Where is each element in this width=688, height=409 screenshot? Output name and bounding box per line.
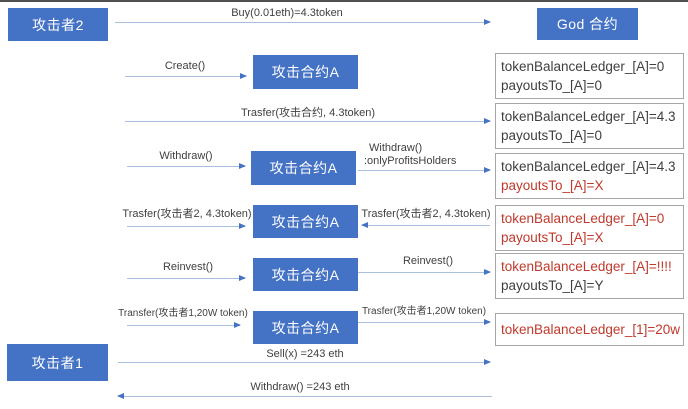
ledger-line: payoutsTo_[A]=0 (501, 128, 602, 143)
arrowhead-right-icon (239, 275, 246, 281)
arrowhead-right-icon (484, 19, 491, 25)
ledger-line: payoutsTo_[A]=X (501, 230, 604, 245)
ledger-line: tokenBalanceLedger_[1]=20w (501, 322, 681, 337)
ledger-line: tokenBalanceLedger_[A]=!!!! (501, 259, 672, 274)
ledger-line: tokenBalanceLedger_[A]=0 (501, 59, 665, 74)
top-divider (0, 0, 688, 2)
arrowhead-right-icon (484, 167, 491, 173)
ledger-box-6: tokenBalanceLedger_[1]=20w (495, 313, 684, 346)
flow-label-create: Create() (164, 60, 206, 72)
arrowhead-right-icon (239, 163, 246, 169)
node-attacker2: 攻击者2 (8, 8, 108, 41)
flow-label-transfer-attacker1-left: Transfer(攻击者1,20W token) (118, 308, 248, 319)
ledger-line: payoutsTo_[A]=Y (501, 278, 604, 293)
ledger-line: payoutsTo_[A]=0 (501, 78, 602, 93)
ledger-line: tokenBalanceLedger_[A]=0 (501, 211, 665, 226)
flow-label-transfer-attacker1-right: Trasfer(攻击者1,20W token) (361, 306, 487, 317)
flow-label-only-profits-holders: :onlyProfitsHolders (364, 155, 457, 167)
arrowhead-right-icon (484, 319, 491, 325)
flow-arrow-transfer-attacker2-right (361, 222, 490, 228)
flow-label-transfer-contract: Trasfer(攻击合约, 4.3token) (240, 107, 376, 119)
flow-label-withdraw-left: Withdraw() (159, 150, 213, 162)
flow-label-reinvest-right: Reinvest() (402, 255, 454, 267)
flow-label-withdraw-final: Withdraw() =243 eth (250, 381, 350, 393)
arrowhead-right-icon (484, 269, 491, 275)
arrowhead-right-icon (239, 223, 246, 229)
flow-label-sell: Sell(x) =243 eth (266, 348, 344, 360)
arrowhead-right-icon (484, 118, 491, 124)
arrowhead-right-icon (240, 73, 247, 79)
flow-arrow-transfer-attacker2-left (127, 223, 246, 229)
arrowhead-right-icon (484, 359, 491, 365)
flow-arrow-withdraw-final (117, 393, 492, 399)
ledger-line: tokenBalanceLedger_[A]=4.3 (501, 109, 676, 124)
flow-arrow-transfer-contract (125, 118, 491, 124)
node-attacker1: 攻击者1 (7, 344, 108, 381)
flow-arrow-buy (115, 19, 491, 25)
ledger-box-4: tokenBalanceLedger_[A]=0 payoutsTo_[A]=X (495, 205, 684, 251)
node-attack-contract-a-3: 攻击合约A (253, 205, 358, 238)
arrowhead-right-icon (234, 322, 241, 328)
flow-label-buy: Buy(0.01eth)=4.3token (231, 7, 343, 19)
node-attack-contract-a-2: 攻击合约A (251, 151, 356, 185)
arrowhead-left-icon (361, 222, 368, 228)
flow-label-reinvest-left: Reinvest() (162, 261, 214, 273)
arrowhead-left-icon (117, 393, 124, 399)
node-attack-contract-a-1: 攻击合约A (253, 55, 358, 89)
ledger-box-2: tokenBalanceLedger_[A]=4.3 payoutsTo_[A]… (495, 103, 684, 149)
flow-arrow-reinvest-right (358, 269, 491, 275)
flow-label-transfer-attacker2-left: Trasfer(攻击者2, 4.3token) (122, 208, 252, 220)
flow-arrow-withdraw-right (358, 167, 491, 173)
flow-arrow-transfer-attacker1-right (358, 319, 491, 325)
node-attack-contract-a-5: 攻击合约A (253, 311, 358, 344)
flow-label-transfer-attacker2-right: Trasfer(攻击者2, 4.3token) (361, 208, 491, 220)
ledger-line: tokenBalanceLedger_[A]=4.3 (501, 159, 676, 174)
flow-arrow-withdraw-left (127, 163, 246, 169)
ledger-box-5: tokenBalanceLedger_[A]=!!!! payoutsTo_[A… (495, 253, 684, 299)
flow-arrow-reinvest-left (127, 275, 246, 281)
node-god-contract: God 合约 (537, 8, 638, 40)
flow-arrow-transfer-attacker1-left (127, 322, 241, 328)
flow-arrow-sell (118, 359, 491, 365)
ledger-box-3: tokenBalanceLedger_[A]=4.3 payoutsTo_[A]… (495, 153, 684, 199)
ledger-box-1: tokenBalanceLedger_[A]=0 payoutsTo_[A]=0 (495, 53, 684, 99)
node-attack-contract-a-4: 攻击合约A (253, 258, 358, 291)
flow-arrow-create (125, 73, 247, 79)
ledger-line: payoutsTo_[A]=X (501, 178, 604, 193)
flow-label-withdraw-right: Withdraw() (369, 142, 423, 154)
